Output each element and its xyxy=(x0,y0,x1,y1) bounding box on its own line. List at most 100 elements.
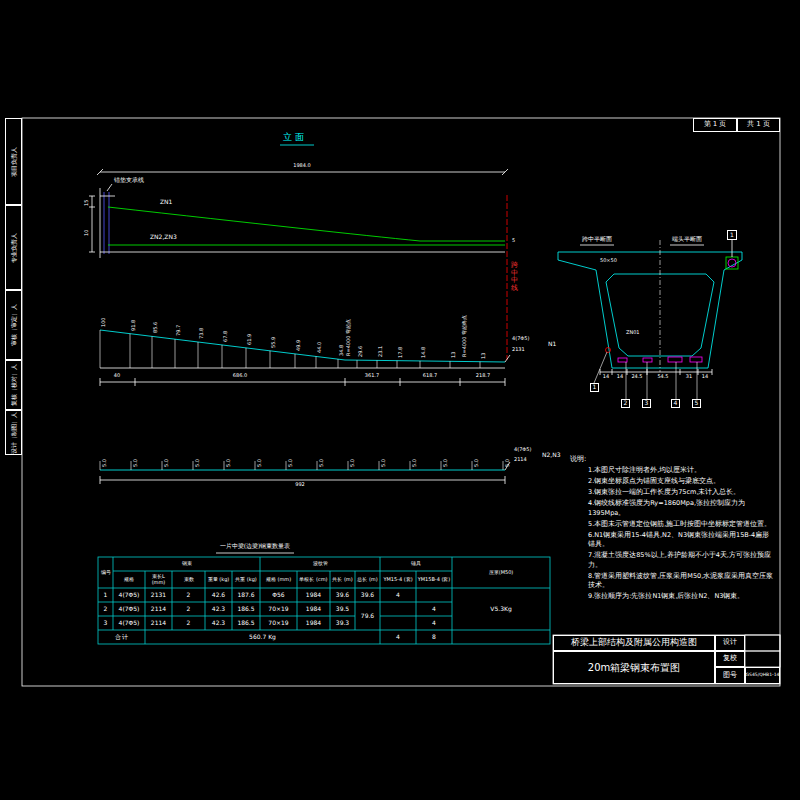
callout-number: 1 xyxy=(727,230,737,240)
table-cell: V5.3Kg xyxy=(453,606,549,613)
table-cell: 4(7Φ5) xyxy=(114,606,144,613)
node-text: 设计 xyxy=(723,639,737,647)
table-cell: 2114 xyxy=(146,620,171,627)
signature-cell: 审核（审定）人 xyxy=(5,290,22,360)
table-cell: 39.6 xyxy=(356,592,379,599)
table-cell: 3 xyxy=(99,620,112,627)
table-cell: 2 xyxy=(99,606,112,613)
ordinate-value: 5.0 xyxy=(381,459,387,467)
drawing-label: 立 面 xyxy=(283,133,304,143)
title-block-cell: 图号 xyxy=(715,667,745,684)
callout-number: 5 xyxy=(692,399,701,408)
table-cell: 39.5 xyxy=(331,606,354,613)
ordinate-value: 49.9 xyxy=(296,340,302,351)
signature-cell: 专业负责人 xyxy=(5,205,22,290)
table-cell: 编号 xyxy=(99,570,112,576)
table-cell: 规格 (mm) xyxy=(261,577,296,583)
table-cell: 4 xyxy=(417,620,451,627)
page-number: 共 1 页 xyxy=(737,118,780,132)
node-text: 桥梁上部结构及附属公用构造图 xyxy=(571,638,697,648)
node-text: 设计（制图）人 xyxy=(10,412,17,454)
table-cell: 187.6 xyxy=(233,592,259,599)
table-cell: 39.3 xyxy=(331,620,354,627)
ordinate-value: 73.8 xyxy=(199,328,205,339)
ordinate-value: 85.6 xyxy=(153,322,159,333)
drawing-label: 跨中半断面 xyxy=(582,236,612,243)
ordinate-value: 29.6 xyxy=(358,346,364,357)
table-cell: 合 计 xyxy=(99,634,144,641)
page-number: 第 1 页 xyxy=(693,118,737,132)
node-text: 1 xyxy=(593,384,597,391)
callout-number: 1 xyxy=(590,383,599,392)
callout-number: 3 xyxy=(642,399,651,408)
table-cell: 8 xyxy=(417,634,451,641)
node-text: 5 xyxy=(695,400,699,407)
table-cell: 4 xyxy=(381,592,415,599)
table-cell: 186.5 xyxy=(233,606,259,613)
node-text: 2 xyxy=(624,400,628,407)
node-text: 专业负责人 xyxy=(10,233,17,263)
table-cell: 39.6 xyxy=(331,592,354,599)
table-cell: 2 xyxy=(173,606,204,613)
dimension: 54.5 xyxy=(657,374,668,380)
ordinate-value: 55.9 xyxy=(271,337,277,348)
table-cell: 波纹管 xyxy=(261,561,379,567)
dimension: 992 xyxy=(295,482,305,488)
table-cell: 钢束 xyxy=(114,561,259,567)
ordinate-value: 5.0 xyxy=(443,459,449,467)
signature-cell: 项目负责人 xyxy=(5,118,22,205)
note-text: 9.张拉顺序为:先张拉N1钢束,后张拉N2、N3钢束。 xyxy=(588,592,776,602)
table-cell: 186.5 xyxy=(233,620,259,627)
dimension: 40 xyxy=(114,373,120,379)
callout-number: 2 xyxy=(621,399,630,408)
note-text: 4.钢绞线标准强度为Ry=1860Mpa,张拉控制应力为1395Mpa。 xyxy=(588,499,776,518)
drawing-label: N2,N3 xyxy=(542,452,561,459)
table-cell: 束数 xyxy=(173,577,204,583)
dimension: 31 xyxy=(686,374,692,380)
node-text: 4 xyxy=(674,400,678,407)
table-cell: 560.7 Kg xyxy=(146,634,379,641)
title-block-cell: 设计 xyxy=(715,635,745,651)
table-cell: 42.3 xyxy=(206,606,231,613)
ordinate-value: 5.0 xyxy=(350,459,356,467)
ordinate-value: 23.1 xyxy=(378,346,384,357)
drawing-label: 4(7Φ5) xyxy=(512,336,529,342)
ordinate-value: 5.0 xyxy=(133,459,139,467)
ordinate-value: 5.0 xyxy=(474,459,480,467)
dimension: 361.7 xyxy=(365,373,379,379)
table-cell: 束长L (mm) xyxy=(146,574,171,585)
title-block-cell: GS45/QHB1-14 xyxy=(745,667,780,684)
table-cell: 重量 (kg) xyxy=(206,577,231,583)
ordinate-value: 5.0 xyxy=(164,459,170,467)
drawing-label: R=4000 弯起点 xyxy=(346,319,352,356)
ordinate-value: 79.7 xyxy=(176,325,182,336)
signature-cell: 设计（制图）人 xyxy=(5,410,22,455)
note-text: 8.管道采用塑料波纹管,压浆采用M50,水泥浆应采用真空压浆技术。 xyxy=(588,572,776,591)
ordinate-value: 13 xyxy=(451,352,457,358)
drawing-label: 2131 xyxy=(512,347,525,353)
drawing-label: 跨中中线 xyxy=(511,262,518,293)
note-text: 3.钢束张拉一端的工作长度为75cm,未计入总长。 xyxy=(588,488,776,498)
drawing-label: 说明: xyxy=(570,456,586,464)
table-cell: 4 xyxy=(381,634,415,641)
ordinate-value: 5.0 xyxy=(505,459,511,467)
dimension: 618.7 xyxy=(423,373,437,379)
drawing-label: 锚垫支承线 xyxy=(114,177,144,184)
dimension: 14 xyxy=(603,374,609,380)
drawing-label: 10 xyxy=(84,230,90,236)
ordinate-value: 5.0 xyxy=(257,459,263,467)
ordinate-value: 5.0 xyxy=(288,459,294,467)
ordinate-value: 44.0 xyxy=(317,342,323,353)
table-cell: 2131 xyxy=(146,592,171,599)
table-cell: 2 xyxy=(173,620,204,627)
table-cell: YM15-4 (套) xyxy=(381,577,415,583)
node-text: 3 xyxy=(645,400,649,407)
node-text: 图号 xyxy=(723,672,737,680)
table-cell: 2114 xyxy=(146,606,171,613)
table-cell: 1 xyxy=(99,592,112,599)
table-cell: YM15B-4 (套) xyxy=(417,577,451,583)
table-cell: 2 xyxy=(173,592,204,599)
dimension: 14 xyxy=(617,374,623,380)
table-cell: 42.6 xyxy=(206,592,231,599)
drawing-label: ZN1 xyxy=(160,199,172,206)
